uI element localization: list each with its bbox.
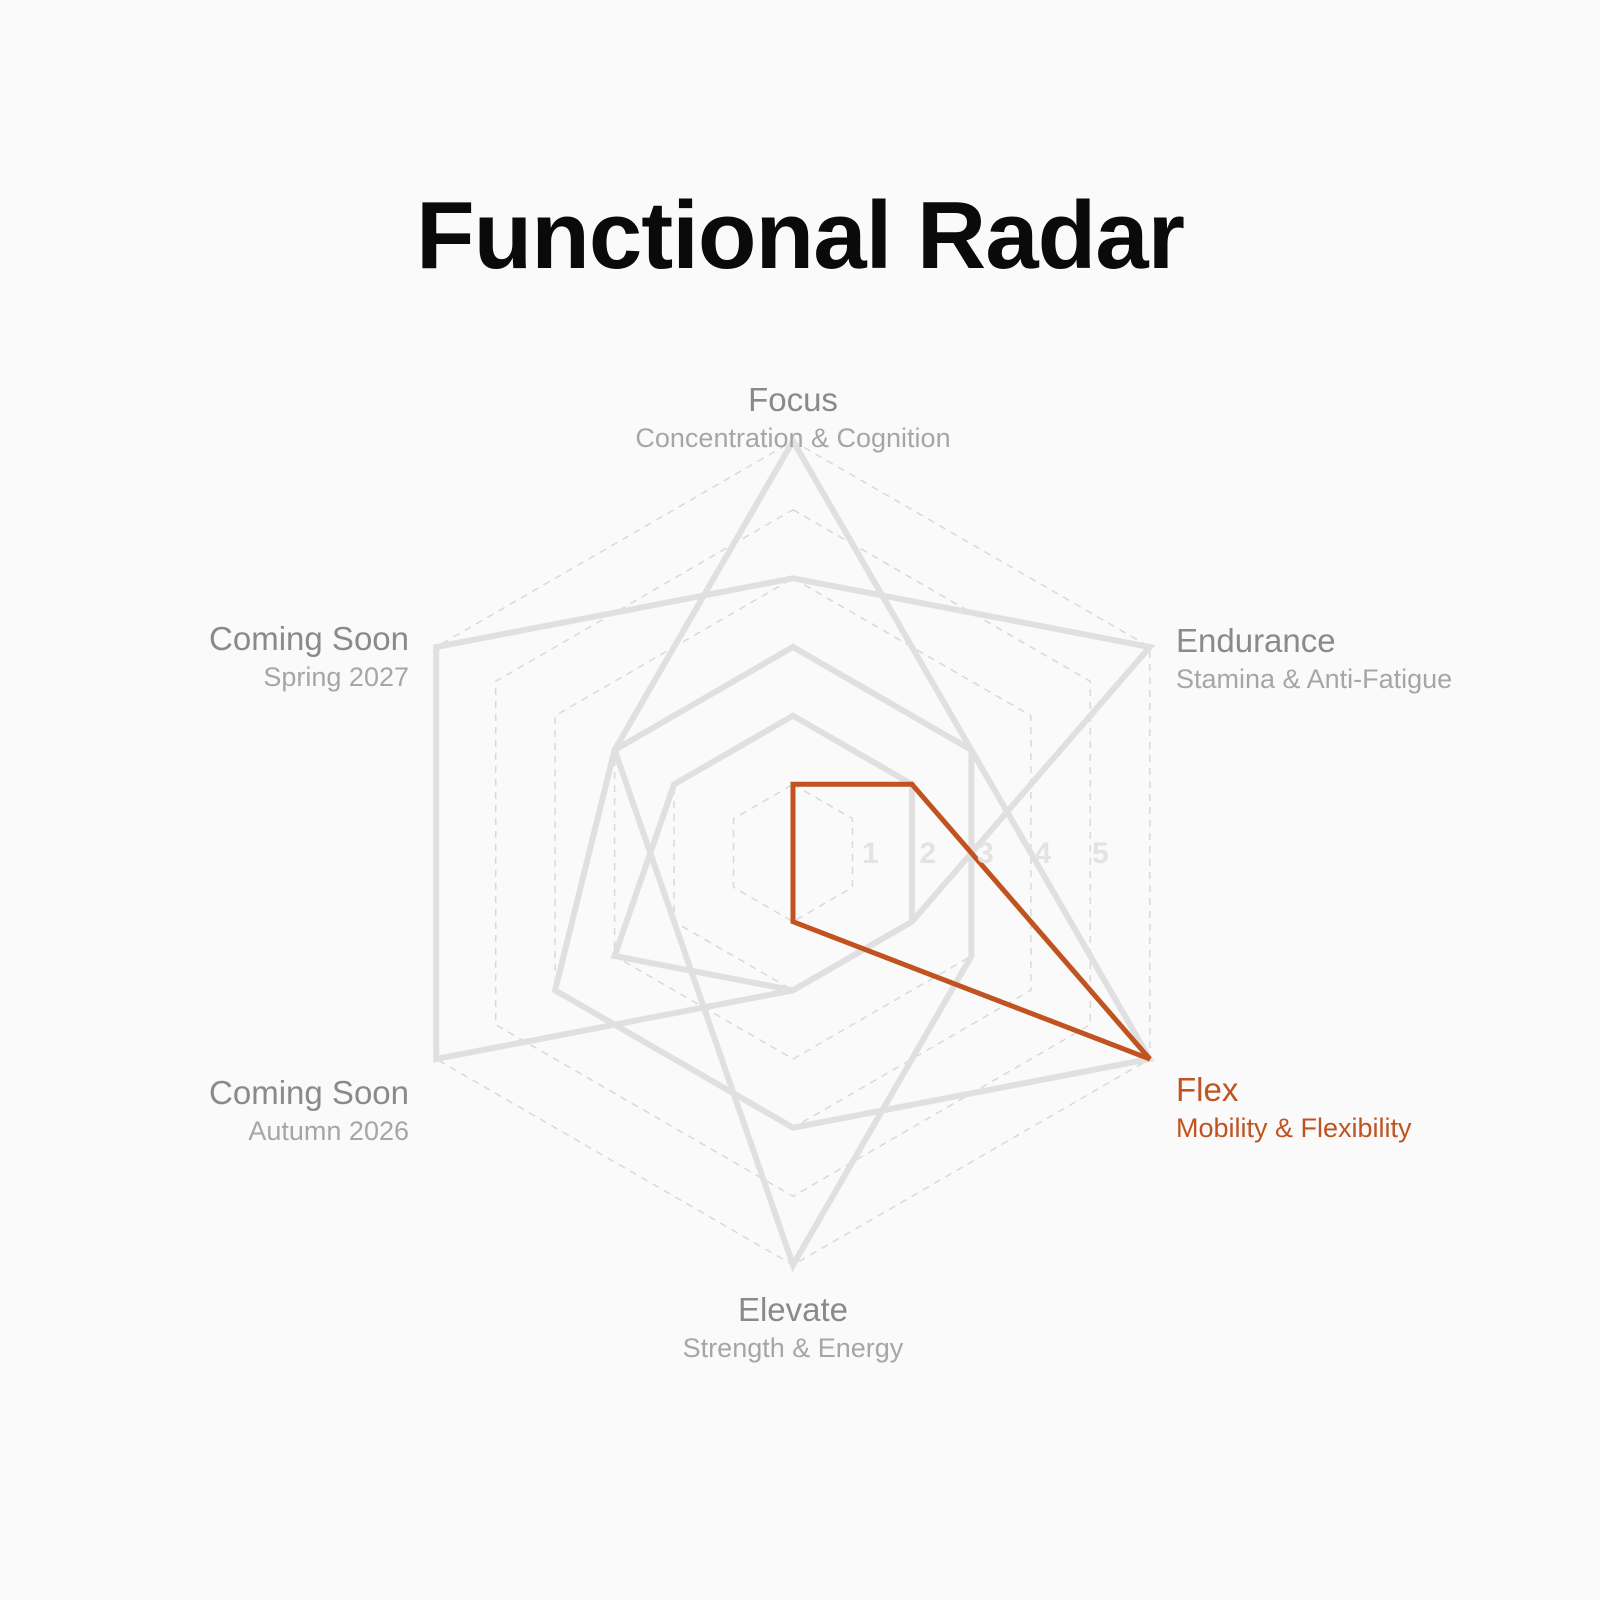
series-line [551, 643, 1155, 1131]
tick-label: 4 [1035, 837, 1052, 870]
axis-label: Elevate [738, 1291, 848, 1328]
tick-label: 3 [977, 837, 994, 870]
axis-label: Focus [748, 381, 838, 418]
axis-label: Coming Soon [209, 620, 409, 657]
axis-sublabel: Autumn 2026 [248, 1116, 409, 1146]
grid-ring [494, 508, 1092, 1198]
axis-sublabel: Concentration & Cognition [635, 423, 950, 453]
axis-sublabel: Mobility & Flexibility [1176, 1113, 1412, 1143]
chart-title: Functional Radar [415, 182, 1185, 289]
tick-label: 1 [862, 837, 879, 870]
series-line-active [790, 781, 1152, 1062]
grid-ring [732, 783, 854, 923]
axis-sublabel: Stamina & Anti-Fatigue [1176, 664, 1452, 694]
tick-label: 2 [920, 837, 937, 870]
radar-series [433, 434, 1156, 1273]
radar-ticks: 1 2 3 4 5 [862, 837, 1108, 870]
axis-sublabel: Strength & Energy [683, 1333, 904, 1363]
axis-label: Flex [1176, 1071, 1239, 1108]
axis-label: Endurance [1176, 622, 1336, 659]
axis-label: Coming Soon [209, 1074, 409, 1111]
tick-label: 5 [1092, 837, 1109, 870]
axis-sublabel: Spring 2027 [263, 662, 409, 692]
